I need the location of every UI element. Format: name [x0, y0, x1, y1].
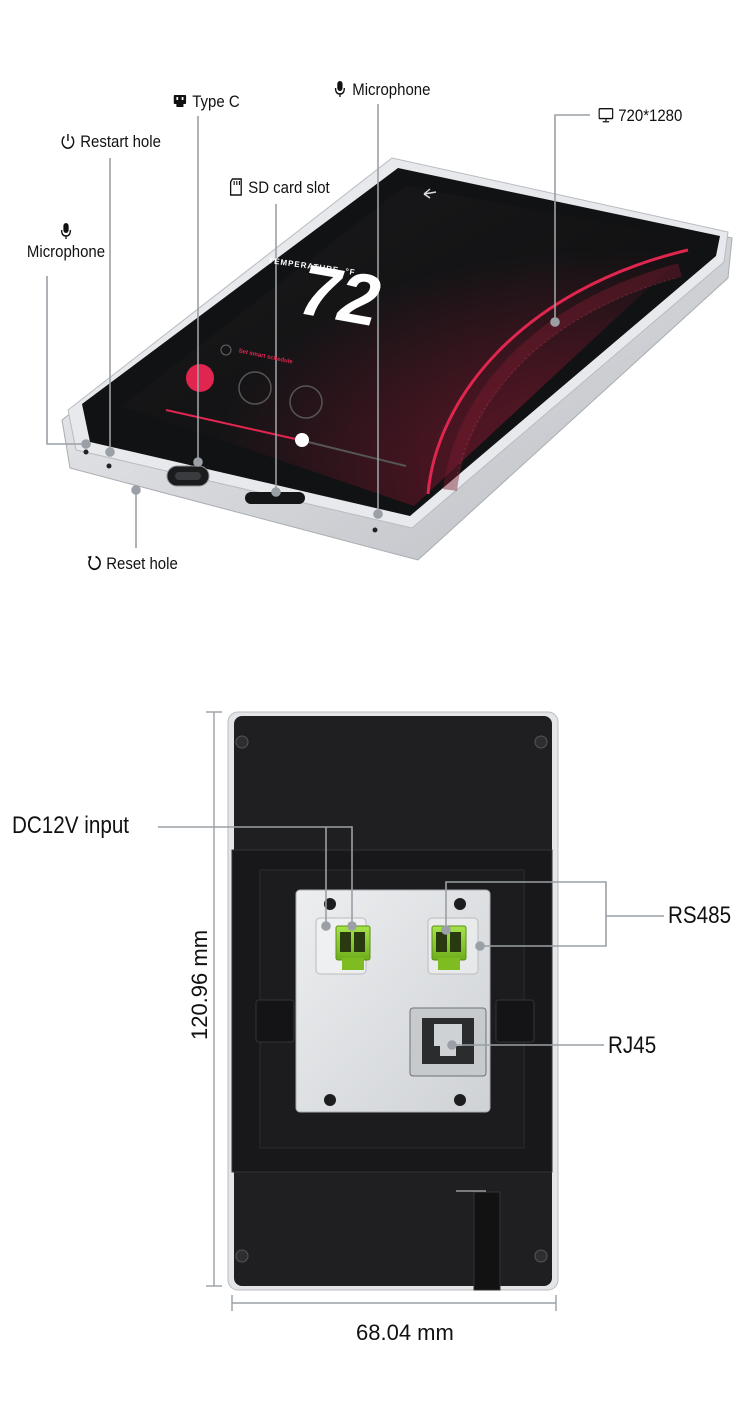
screen-button-2 — [238, 371, 272, 405]
power-icon — [60, 132, 76, 150]
sd-card-port — [245, 492, 305, 504]
label-microphone-left: Microphone — [24, 222, 108, 262]
label-resolution: 720*1280 — [598, 106, 682, 124]
mic-hole-right — [372, 527, 378, 533]
reset-icon — [86, 554, 102, 572]
temperature-arc — [426, 248, 689, 495]
screen-button-3 — [289, 385, 323, 419]
sd-card-icon — [228, 178, 244, 196]
screw — [324, 898, 336, 910]
label-rs485: RS485 — [668, 902, 732, 929]
screw — [235, 735, 249, 749]
back-leader-lines — [158, 826, 664, 1050]
mic-hole-left — [83, 449, 89, 455]
label-dc-input: DC12V input — [12, 812, 130, 839]
label-rj45: RJ45 — [608, 1032, 657, 1059]
dimension-height: 120.96 mm — [187, 929, 212, 1041]
microphone-icon — [332, 80, 348, 98]
label-restart-hole: Restart hole — [60, 132, 161, 150]
front-leader-lines — [46, 104, 590, 548]
screw — [534, 735, 548, 749]
label-microphone-top: Microphone — [332, 80, 430, 98]
screw — [324, 1094, 336, 1106]
monitor-icon — [598, 106, 614, 124]
label-sd-card-slot: SD card slot — [228, 178, 330, 196]
screw — [454, 898, 466, 910]
front-device-body — [61, 157, 733, 561]
label-reset-hole: Reset hole — [86, 554, 178, 572]
screw — [534, 1249, 548, 1263]
dimension-lines — [206, 711, 557, 1311]
label-type-c: Type C — [172, 92, 240, 110]
slider-knob — [295, 433, 309, 447]
restart-hole — [106, 463, 112, 469]
back-device-body — [227, 711, 559, 1291]
screw — [454, 1094, 466, 1106]
usb-icon — [172, 92, 188, 110]
microphone-icon — [58, 222, 74, 240]
screw — [235, 1249, 249, 1263]
dimension-width: 68.04 mm — [356, 1320, 454, 1345]
screen-button-1 — [186, 364, 214, 392]
